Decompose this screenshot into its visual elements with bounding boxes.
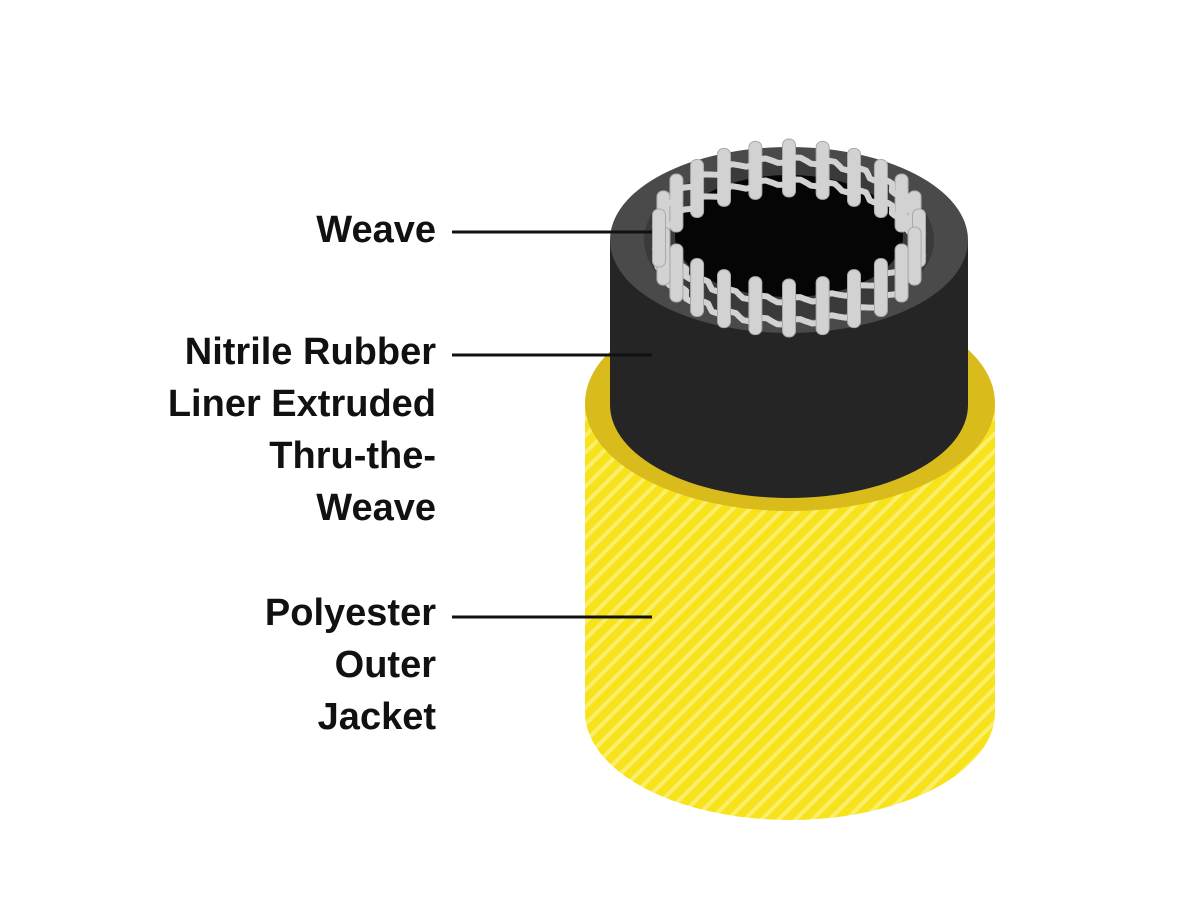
- weave-strand: [782, 278, 796, 338]
- jacket-label-line: Jacket: [317, 696, 436, 738]
- liner-label-line: Liner Extruded: [167, 383, 436, 425]
- weave-strand: [894, 243, 909, 303]
- weave-strand: [652, 208, 666, 268]
- liner-label-line: Nitrile Rubber: [184, 331, 436, 373]
- liner-label: Nitrile Rubber Liner Extruded Thru-the- …: [168, 326, 436, 534]
- weave-label: Weave: [316, 204, 436, 256]
- weave-strand: [873, 257, 888, 317]
- weave-strand: [669, 243, 684, 303]
- weave-strand: [815, 276, 830, 336]
- weave-strand: [847, 269, 861, 329]
- weave-strand: [873, 159, 888, 219]
- weave-strand: [907, 226, 922, 286]
- liner-label-line: Thru-the-: [269, 435, 436, 477]
- liner-label-line: Weave: [316, 487, 436, 529]
- jacket-label-line: Outer: [334, 644, 436, 686]
- weave-strand: [815, 140, 830, 200]
- weave-strand: [748, 276, 763, 336]
- jacket-body: [585, 403, 995, 820]
- weave-strand: [847, 147, 861, 207]
- hose-bore: [675, 175, 903, 297]
- weave-strand: [782, 138, 796, 198]
- weave-label-line: Weave: [316, 209, 436, 251]
- jacket-label: Polyester Outer Jacket: [265, 587, 436, 743]
- jacket-label-line: Polyester: [264, 592, 436, 634]
- weave-strand: [717, 269, 731, 329]
- weave-strand: [690, 257, 705, 317]
- leader-lines: [452, 230, 652, 619]
- weave-layer: [651, 138, 927, 338]
